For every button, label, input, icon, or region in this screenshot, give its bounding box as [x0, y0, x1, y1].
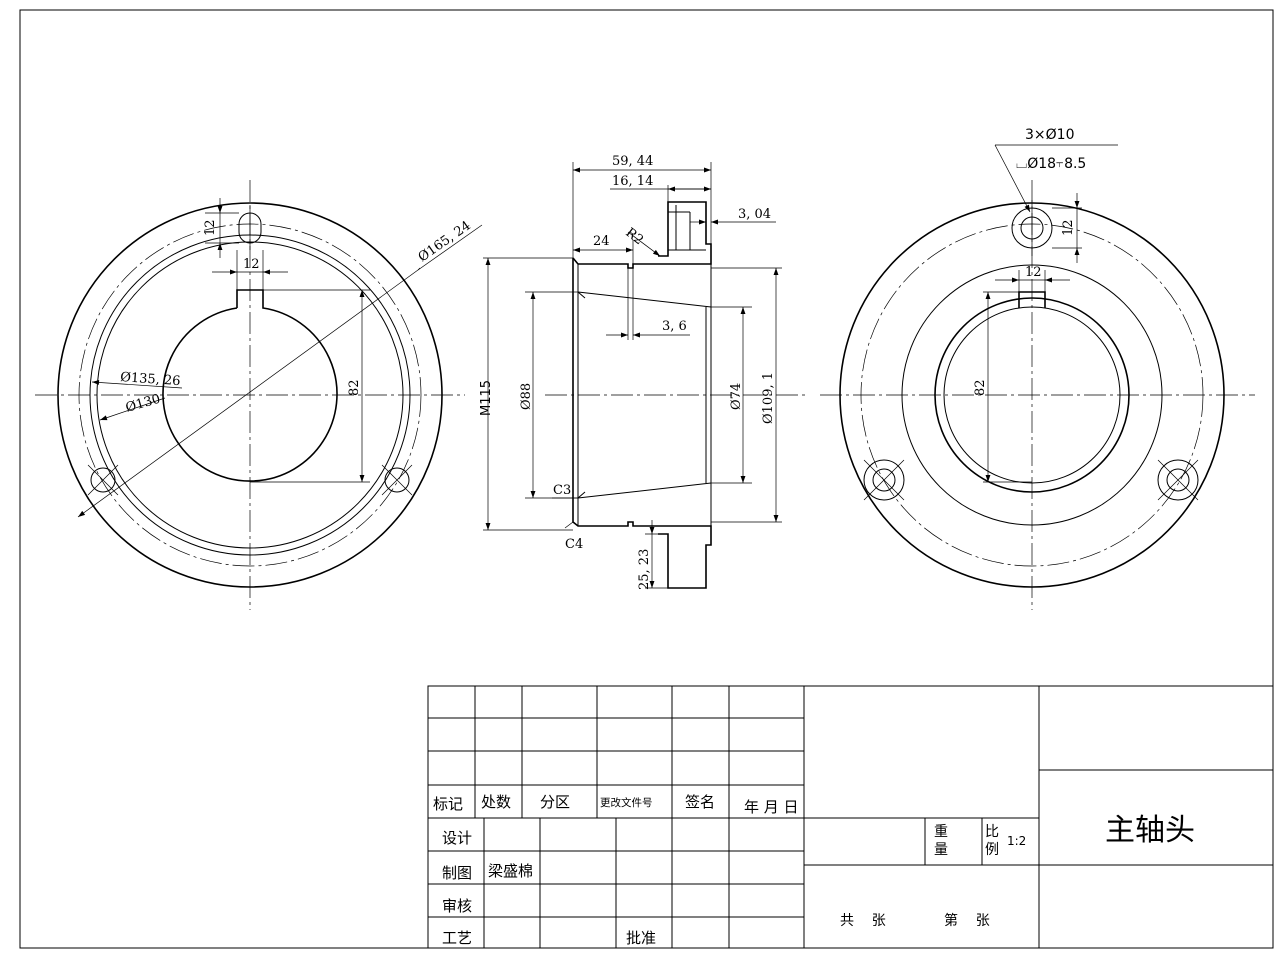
dim-d74: Ø74 — [729, 383, 744, 410]
dim-key-width-right: 12 — [1025, 265, 1042, 280]
dim-d109: Ø109, 1 — [761, 372, 776, 424]
label-design: 设计 — [442, 829, 472, 847]
dim-d88: Ø88 — [519, 383, 534, 410]
part-name: 主轴头 — [1105, 813, 1195, 848]
header-mark: 标记 — [433, 795, 463, 813]
dim-thread: M115 — [479, 380, 494, 416]
header-zone: 分区 — [540, 793, 570, 811]
dim-key-depth: 82 — [347, 379, 362, 396]
label-sheet-no: 第 张 — [944, 912, 990, 929]
label-weight-bot: 量 — [934, 842, 948, 858]
drafter-name: 梁盛棉 — [488, 862, 533, 880]
label-process: 工艺 — [442, 929, 472, 947]
header-count: 处数 — [481, 793, 511, 811]
scale-value: 1:2 — [1007, 834, 1026, 848]
dim-w3-04: 3, 04 — [738, 207, 771, 222]
dim-key-depth-right: 82 — [973, 379, 988, 396]
dim-slot-height-right: 12 — [1061, 219, 1076, 236]
dim-slot-height: 12 — [203, 219, 218, 236]
dim-d165: Ø165, 24 — [416, 218, 474, 265]
dim-w24: 24 — [593, 234, 610, 249]
dim-r2: R2 — [623, 225, 646, 248]
label-scale-top: 比 — [985, 824, 999, 840]
callout-holes: 3×Ø10 — [1025, 127, 1074, 143]
label-approve: 批准 — [626, 929, 656, 947]
right-view: 3×Ø10 ⌴Ø18⫟8.5 12 12 82 — [820, 127, 1255, 610]
dim-d135: Ø135, 26 — [120, 370, 181, 389]
left-view: Ø165, 24 Ø135, 26 Ø130 12 12 82 — [35, 180, 483, 610]
title-block: 标记 处数 分区 更改文件号 签名 年 月 日 设计 制图 梁盛棉 审核 工艺 … — [427, 685, 1274, 949]
label-sheets-total: 共 张 — [840, 913, 886, 929]
label-weight-top: 重 — [934, 824, 948, 840]
dim-len-flange: 16, 14 — [612, 174, 653, 189]
dim-c3: C3 — [553, 483, 571, 498]
section-view: 59, 44 16, 14 3, 04 24 R2 3, 6 M115 Ø — [479, 154, 805, 590]
callout-counterbore: ⌴Ø18⫟8.5 — [1016, 156, 1086, 172]
dim-h25-23: 25, 23 — [637, 549, 652, 590]
dim-key-width: 12 — [243, 257, 260, 272]
label-drafting: 制图 — [442, 864, 472, 882]
dim-len-total: 59, 44 — [612, 154, 653, 169]
label-scale-bot: 例 — [985, 842, 999, 858]
dim-w3-6: 3, 6 — [662, 319, 687, 334]
label-review: 审核 — [442, 897, 472, 915]
header-sign: 签名 — [685, 793, 715, 811]
header-doc-no: 更改文件号 — [600, 796, 653, 809]
header-date: 年 月 日 — [744, 798, 799, 816]
dim-c4: C4 — [565, 537, 583, 552]
